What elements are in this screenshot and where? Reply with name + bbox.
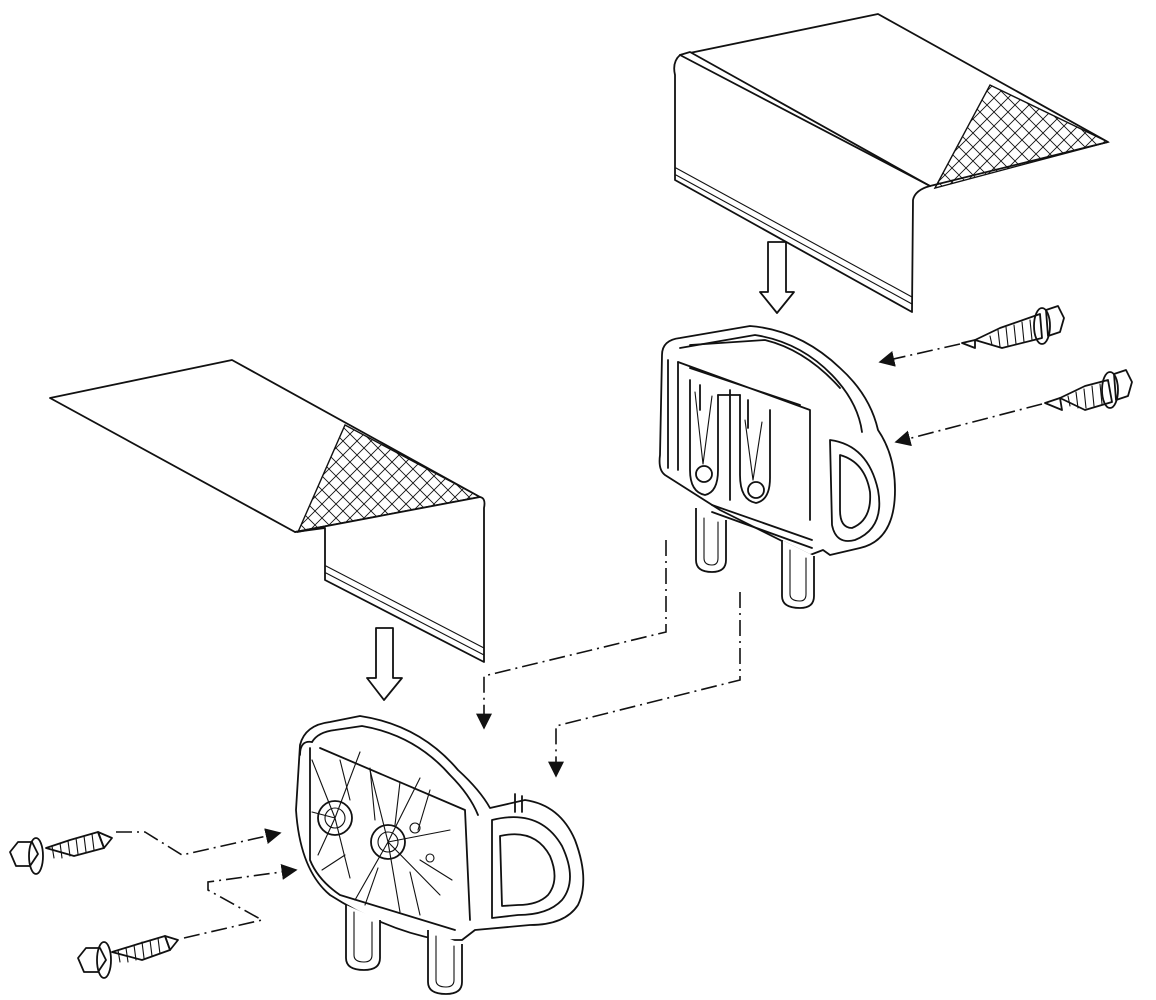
screw-1 (961, 305, 1065, 349)
screw-3 (9, 831, 113, 875)
screw-2 (1044, 369, 1133, 411)
down-arrow-icon (366, 627, 403, 701)
upper-fabric-panel (673, 13, 1111, 313)
down-arrow-icon (759, 241, 795, 314)
screw-4 (77, 935, 179, 979)
lower-bracket (295, 715, 585, 995)
upper-bracket (658, 325, 896, 609)
assembly-guides (116, 343, 1043, 939)
lower-fabric-panel (49, 359, 486, 663)
